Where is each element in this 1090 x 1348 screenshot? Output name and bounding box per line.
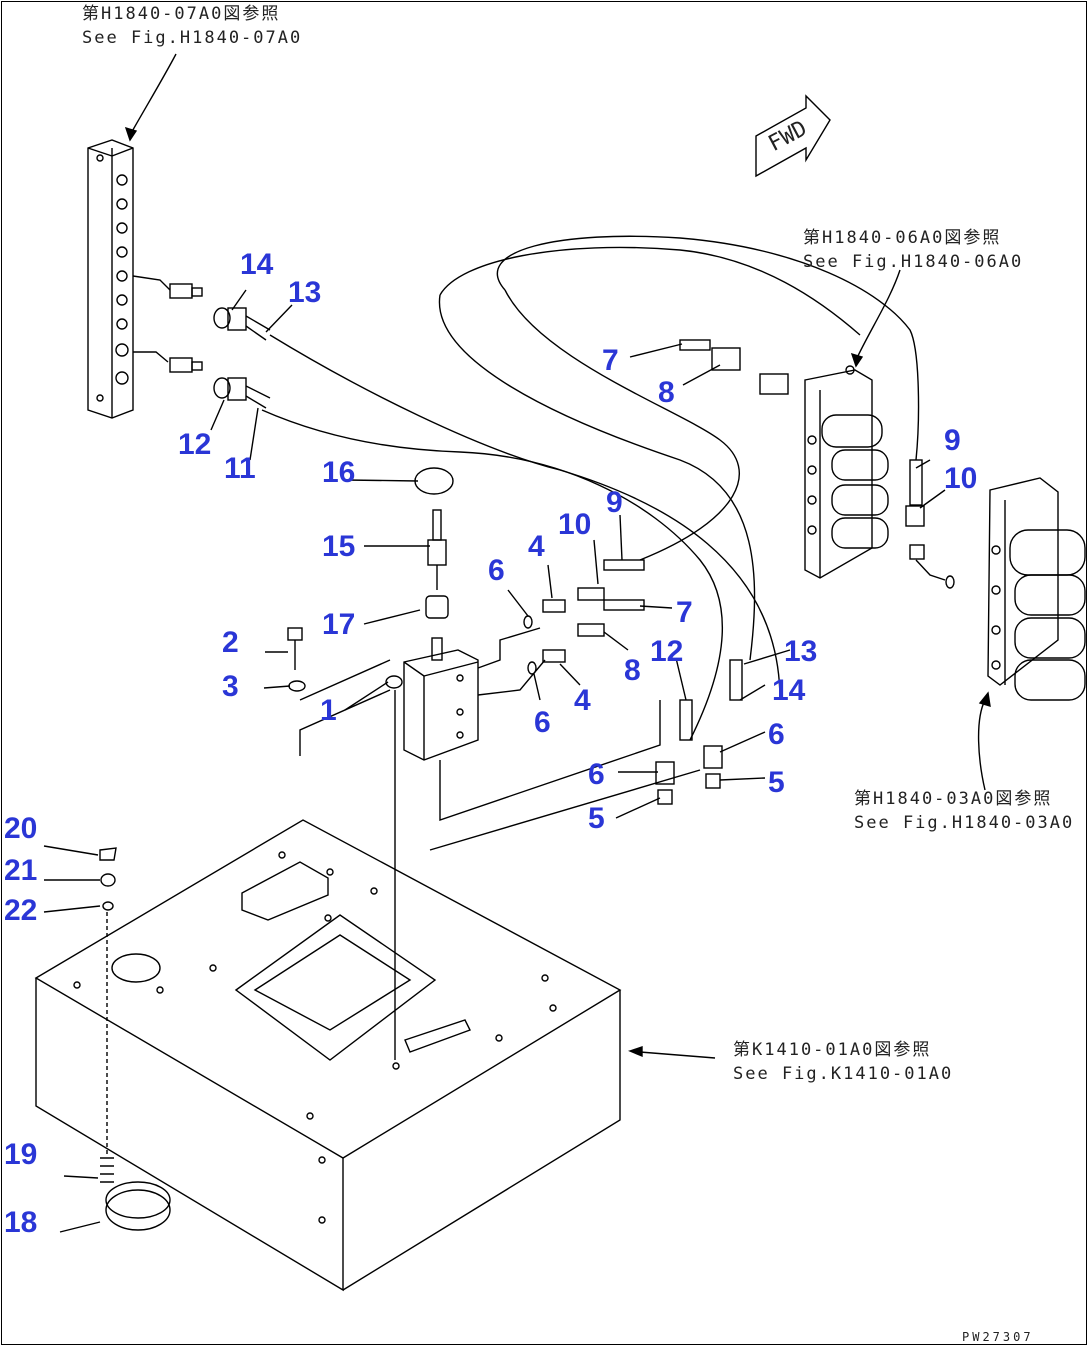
callout-22: 22 [4,894,38,927]
callout-14: 14 [240,248,274,281]
control-valve-lower [987,477,1086,701]
ref-top-left-en: See Fig.H1840-07A0 [82,28,303,48]
callout-4: 4 [528,530,545,563]
callout-5: 5 [588,802,605,835]
drawing-id: PW27307 [962,1330,1034,1344]
callout-14: 14 [772,674,806,707]
base-frame [34,819,622,1292]
callout-21: 21 [4,854,38,887]
callout-1: 1 [320,694,337,727]
callout-6: 6 [488,554,505,587]
ref-right-bottom-en: See Fig.H1840-03A0 [854,813,1075,833]
callout-15: 15 [322,530,356,563]
callout-12: 12 [650,635,684,668]
callout-6: 6 [588,758,605,791]
callout-8: 8 [658,376,675,409]
ref-right-bottom-jp: 第H1840-03A0図参照 [854,789,1053,809]
ref-top-left-jp: 第H1840-07A0図参照 [82,4,281,24]
callout-13: 13 [784,635,818,668]
callout-17: 17 [322,608,356,641]
callout-12: 12 [178,428,212,461]
callout-2: 2 [222,626,239,659]
ref-base-en: See Fig.K1410-01A0 [733,1064,954,1084]
callout-18: 18 [4,1206,38,1239]
callout-5: 5 [768,766,785,799]
callout-20: 20 [4,812,38,845]
callout-19: 19 [4,1138,38,1171]
callout-16: 16 [322,456,356,489]
callout-10: 10 [558,508,592,541]
callout-9: 9 [606,486,623,519]
callout-6: 6 [534,706,551,739]
ref-base-jp: 第K1410-01A0図参照 [733,1040,932,1060]
ref-right-top-jp: 第H1840-06A0図参照 [803,228,1002,248]
callout-3: 3 [222,670,239,703]
callout-8: 8 [624,654,641,687]
callout-7: 7 [602,344,619,377]
callout-9: 9 [944,424,961,457]
callout-11: 11 [224,452,256,485]
callout-10: 10 [944,462,978,495]
callout-13: 13 [288,276,322,309]
callout-6: 6 [768,718,785,751]
control-valve-upper [804,365,889,579]
callout-4: 4 [574,684,591,717]
ref-right-top-en: See Fig.H1840-06A0 [803,252,1024,272]
callout-7: 7 [676,596,693,629]
junction-block-left [87,139,134,419]
